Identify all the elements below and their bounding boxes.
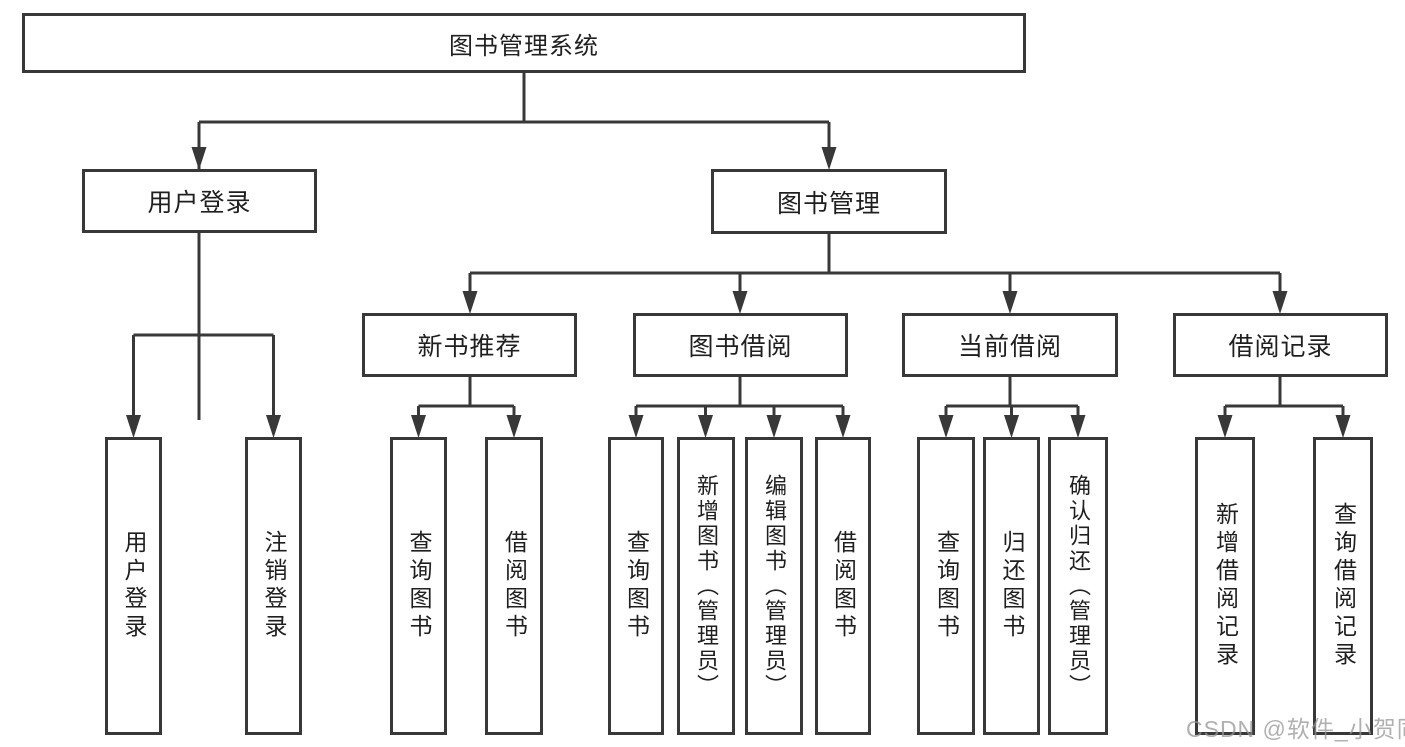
connector-user-login-children — [132, 232, 275, 420]
connector-book-borrow-children — [634, 377, 845, 420]
node-label: 新书推荐 — [417, 333, 522, 361]
node-label: 用户登录 — [147, 189, 252, 217]
connector-root-to-level2 — [197, 73, 831, 420]
leaf-query-books-current: 查询图书 — [917, 437, 975, 735]
leaf-user-login: 用户登录 — [105, 437, 162, 735]
node-book-management: 图书管理 — [711, 169, 947, 234]
arrow-down-icons — [126, 147, 1351, 438]
node-label: 注销登录 — [261, 530, 287, 642]
leaf-query-borrow-record: 查询借阅记录 — [1313, 437, 1373, 735]
node-label: 查询图书 — [623, 530, 650, 642]
leaf-borrow-books: 借阅图书 — [815, 437, 871, 735]
node-label: 归还图书 — [999, 530, 1025, 642]
node-book-borrowing: 图书借阅 — [633, 313, 848, 377]
node-current-borrowing: 当前借阅 — [902, 313, 1118, 377]
node-label: 用户登录 — [121, 530, 147, 642]
leaf-borrow-books-recommend: 借阅图书 — [485, 437, 543, 735]
leaf-add-books-admin: 新增图书（管理员） — [677, 437, 735, 735]
node-label: 编辑图书（管理员） — [762, 473, 787, 699]
connector-book-mgmt-to-level3 — [468, 234, 1282, 296]
connector-new-book-children — [417, 377, 516, 420]
node-label: 借阅图书 — [830, 530, 857, 642]
node-label: 借阅图书 — [501, 530, 528, 642]
node-user-login: 用户登录 — [82, 169, 317, 233]
node-label: 新增图书（管理员） — [694, 473, 719, 699]
node-library-management-system: 图书管理系统 — [22, 13, 1026, 73]
leaf-confirm-return-admin: 确认归还（管理员） — [1048, 437, 1108, 735]
leaf-query-books-recommend: 查询图书 — [390, 437, 447, 735]
node-borrowing-records: 借阅记录 — [1173, 313, 1388, 377]
node-label: 查询图书 — [933, 530, 960, 642]
node-new-book-recommendation: 新书推荐 — [362, 313, 577, 377]
leaf-query-books-borrowing: 查询图书 — [608, 437, 664, 735]
node-label: 图书管理系统 — [449, 32, 599, 60]
node-label: 图书管理 — [776, 189, 881, 218]
node-label: 借阅记录 — [1228, 333, 1333, 361]
node-label: 查询借阅记录 — [1330, 502, 1357, 670]
leaf-add-borrow-record: 新增借阅记录 — [1195, 437, 1255, 735]
node-label: 确认归还（管理员） — [1066, 473, 1091, 699]
connector-current-borrow-children — [944, 377, 1080, 420]
node-label: 当前借阅 — [957, 333, 1062, 361]
leaf-edit-books-admin: 编辑图书（管理员） — [745, 437, 803, 735]
node-label: 查询图书 — [406, 530, 432, 642]
watermark: CSDN @软件_小贺同学 — [1186, 716, 1405, 742]
connector-borrow-records-children — [1223, 377, 1345, 420]
leaf-return-books: 归还图书 — [983, 437, 1040, 735]
node-label: 图书借阅 — [688, 333, 793, 361]
leaf-logout-login: 注销登录 — [245, 437, 302, 735]
node-label: 新增借阅记录 — [1212, 502, 1239, 670]
